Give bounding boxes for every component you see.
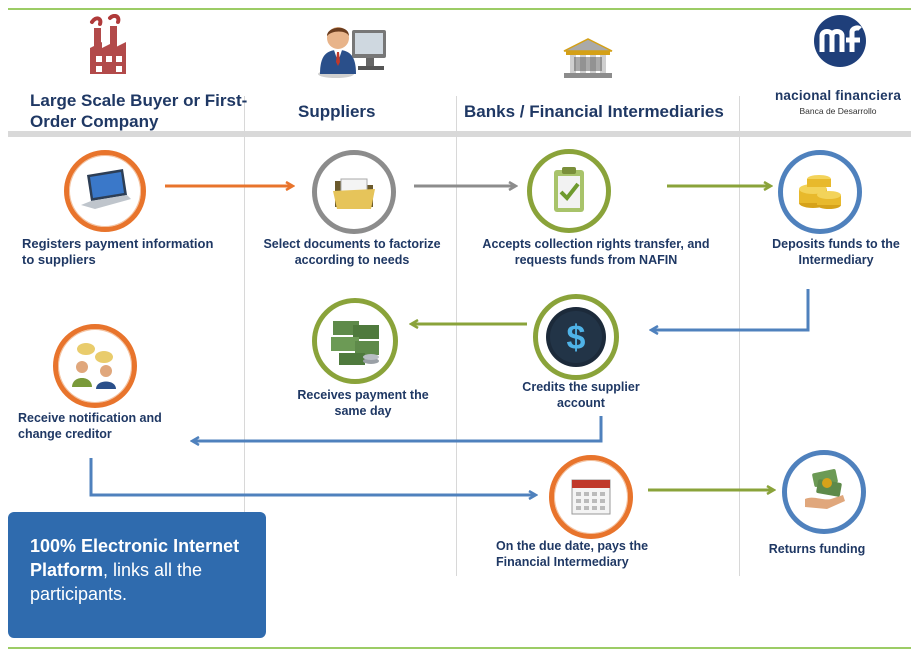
- dollar-icon: $: [533, 294, 619, 380]
- column-divider: [739, 96, 740, 576]
- nafin-brand-name: nacional financiera: [774, 88, 902, 103]
- platform-info-box: 100% Electronic Internet Platform, links…: [8, 512, 266, 638]
- people-talking-icon: [53, 324, 137, 408]
- label-accepts-transfer: Accepts collection rights transfer, and …: [482, 237, 710, 267]
- label-select-documents: Select documents to factorize according …: [263, 237, 441, 267]
- label-due-date: On the due date, pays the Financial Inte…: [496, 539, 649, 569]
- coins-icon: [778, 150, 862, 234]
- clipboard-check-icon: [527, 149, 611, 233]
- platform-info-text: , links all the participants.: [30, 560, 203, 604]
- factory-icon: [90, 14, 126, 74]
- arrow-notification-to-duedate: [89, 458, 535, 495]
- header-suppliers: Suppliers: [298, 102, 376, 121]
- laptop-icon: [64, 150, 146, 232]
- label-returns-funding: Returns funding: [768, 542, 866, 556]
- header-banks: Banks / Financial Intermediaries: [464, 102, 724, 121]
- bank-building-icon: [563, 38, 613, 78]
- calendar-icon: [549, 455, 633, 539]
- folder-icon: [312, 150, 396, 234]
- svg-text:$: $: [567, 319, 586, 357]
- column-divider: [456, 96, 457, 576]
- label-receives-payment: Receives payment the same day: [297, 388, 429, 418]
- top-rule: [8, 8, 911, 10]
- header-buyer: Large Scale Buyer or First- Order Compan…: [30, 91, 248, 131]
- money-hand-icon: [782, 450, 866, 534]
- label-deposits-funds: Deposits funds to the Intermediary: [772, 237, 900, 267]
- arrow-credits-to-notification: [193, 416, 603, 441]
- header-separator: [8, 131, 911, 137]
- label-registers: Registers payment information to supplie…: [22, 236, 214, 267]
- column-divider: [244, 96, 245, 576]
- label-credits-account: Credits the supplier account: [522, 380, 640, 410]
- cash-stack-icon: [312, 298, 398, 384]
- bottom-rule: [8, 647, 911, 649]
- platform-info-bold: 100% Electronic Internet Platform: [30, 536, 240, 580]
- arrow-deposits-to-credits: [652, 289, 810, 330]
- label-receive-notification: Receive notification and change creditor: [18, 411, 162, 441]
- person-at-computer-icon: [318, 27, 386, 78]
- nafin-logo: [814, 15, 866, 67]
- nafin-brand-subtitle: Banca de Desarrollo: [799, 106, 877, 116]
